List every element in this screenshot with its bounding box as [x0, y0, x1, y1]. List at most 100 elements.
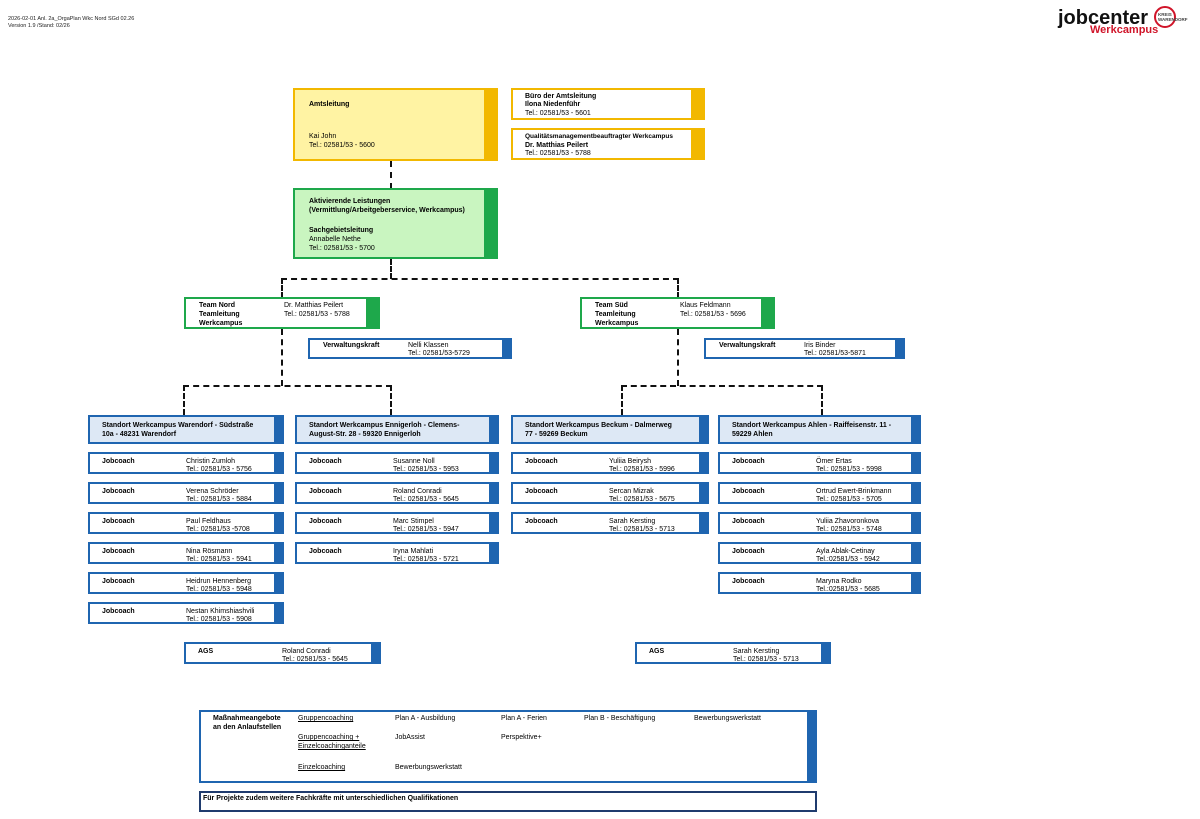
coach-card: Jobcoach Yuliia Zhavoronkova Tel.: 02581… — [718, 512, 921, 534]
coach-role: Jobcoach — [309, 458, 342, 465]
buero-name: Ilona Niedenführ — [525, 101, 581, 108]
accent-stripe — [274, 415, 284, 444]
coach-role: Jobcoach — [102, 578, 135, 585]
coach-name: Sarah Kersting — [609, 518, 656, 525]
coach-tel: Tel.: 02581/53 - 5941 — [186, 556, 252, 563]
accent-stripe — [489, 482, 499, 504]
team-nord-l3: Werkcampus — [199, 320, 243, 327]
accent-stripe — [761, 297, 775, 329]
offer-plan-a-ausbildung: Plan A - Ausbildung — [395, 715, 456, 722]
team-sued-l1: Team Süd — [595, 302, 628, 309]
buero-title: Büro der Amtsleitung — [525, 93, 597, 100]
verwaltung-sued-role: Verwaltungskraft — [719, 342, 776, 349]
coach-role: Jobcoach — [102, 608, 135, 615]
coach-name: Paul Feldhaus — [186, 518, 231, 525]
ags-nord-box: AGS Roland Conradi Tel.: 02581/53 - 5645 — [184, 642, 381, 664]
jobcenter-logo: jobcenter Werkcampus KREIS WARENDORF — [1058, 6, 1194, 36]
coach-card: Jobcoach Nina Rösmann Tel.: 02581/53 - 5… — [88, 542, 284, 564]
standort-warendorf-header: Standort Werkcampus Warendorf - Südstraß… — [88, 415, 284, 444]
connector-line — [677, 329, 679, 386]
accent-stripe — [274, 482, 284, 504]
team-sued-l2: Teamleitung — [595, 311, 636, 318]
coach-card: Jobcoach Ortrud Ewert-Brinkmann Tel.: 02… — [718, 482, 921, 504]
coach-name: Marc Stimpel — [393, 518, 434, 525]
coach-tel: Tel.: 02581/53 - 5721 — [393, 556, 459, 563]
accent-stripe — [699, 452, 709, 474]
ags-tel: Tel.: 02581/53 - 5713 — [733, 656, 799, 663]
coach-tel: Tel.: 02581/53 - 5705 — [816, 496, 882, 503]
coach-name: Christin Zumloh — [186, 458, 236, 465]
projects-note: Für Projekte zudem weitere Fachkräfte mi… — [203, 795, 459, 802]
standort-title1: Standort Werkcampus Ahlen - Raiffeisenst… — [732, 422, 892, 429]
coach-name: Sercan Mizrak — [609, 488, 654, 495]
coach-role: Jobcoach — [525, 488, 558, 495]
aktivierende-title2: (Vermittlung/Arbeitgeberservice, Werkcam… — [309, 207, 465, 214]
aktivierende-name: Annabelle Nethe — [309, 236, 361, 243]
team-sued-l3: Werkcampus — [595, 320, 639, 327]
accent-stripe — [489, 452, 499, 474]
connector-line — [390, 161, 392, 189]
connector-line — [183, 385, 185, 415]
coach-tel: Tel.: 02581/53 - 5884 — [186, 496, 252, 503]
accent-stripe — [366, 297, 380, 329]
coach-tel: Tel.: 02581/53 - 5998 — [816, 466, 882, 473]
buero-box: Büro der Amtsleitung Ilona Niedenführ Te… — [511, 88, 705, 120]
connector-line — [390, 259, 392, 279]
amtsleitung-box: Amtsleitung Kai John Tel.: 02581/53 - 56… — [293, 88, 498, 161]
projects-note-box: Für Projekte zudem weitere Fachkräfte mi… — [199, 791, 817, 812]
accent-stripe — [274, 512, 284, 534]
coach-tel: Tel.: 02581/53 - 5947 — [393, 526, 459, 533]
coach-name: Ortrud Ewert-Brinkmann — [816, 488, 892, 495]
offer-bewerbungswerkstatt-2: Bewerbungswerkstatt — [395, 764, 462, 771]
coach-name: Roland Conradi — [393, 488, 442, 495]
coach-role: Jobcoach — [309, 548, 342, 555]
coach-role: Jobcoach — [309, 518, 342, 525]
coach-role: Jobcoach — [732, 488, 765, 495]
coach-role: Jobcoach — [732, 458, 765, 465]
accent-stripe — [911, 572, 921, 594]
standort-title2: August-Str. 28 - 59320 Ennigerloh — [309, 431, 421, 438]
standort-title1: Standort Werkcampus Ennigerloh - Clemens… — [309, 422, 460, 429]
connector-line — [621, 385, 623, 415]
coach-card: Jobcoach Sarah Kersting Tel.: 02581/53 -… — [511, 512, 709, 534]
connector-line — [281, 278, 679, 280]
accent-stripe — [274, 542, 284, 564]
verwaltung-nord-box: Verwaltungskraft Nelli Klassen Tel.: 025… — [308, 338, 512, 359]
team-nord-box: Team Nord Teamleitung Werkcampus Dr. Mat… — [184, 297, 380, 329]
coach-role: Jobcoach — [732, 518, 765, 525]
coach-role: Jobcoach — [732, 548, 765, 555]
offer-plan-b-beschaeftigung: Plan B - Beschäftigung — [584, 715, 656, 722]
accent-stripe — [699, 512, 709, 534]
offer-jobassist: JobAssist — [395, 734, 425, 741]
team-nord-name: Dr. Matthias Peilert — [284, 302, 344, 309]
seal-icon — [1154, 6, 1176, 28]
coach-tel: Tel.: 02581/53 - 5996 — [609, 466, 675, 473]
team-nord-tel: Tel.: 02581/53 - 5788 — [284, 311, 350, 318]
coach-card: Jobcoach Susanne Noll Tel.: 02581/53 - 5… — [295, 452, 499, 474]
standort-title1: Standort Werkcampus Beckum - Dalmerweg — [525, 422, 672, 429]
accent-stripe — [502, 338, 512, 359]
logo-main: jobcenter — [1058, 7, 1149, 29]
accent-stripe — [484, 188, 498, 259]
ags-tel: Tel.: 02581/53 - 5645 — [282, 656, 348, 663]
coach-role: Jobcoach — [309, 488, 342, 495]
coach-card: Jobcoach Ömer Ertas Tel.: 02581/53 - 599… — [718, 452, 921, 474]
coach-role: Jobcoach — [525, 518, 558, 525]
coach-name: Yuliia Beirysh — [609, 458, 652, 465]
team-sued-name: Klaus Feldmann — [680, 302, 731, 309]
coach-role: Jobcoach — [102, 518, 135, 525]
accent-stripe — [911, 512, 921, 534]
amtsleitung-name: Kai John — [309, 133, 337, 140]
accent-stripe — [691, 88, 705, 120]
verwaltung-sued-tel: Tel.: 02581/53-5871 — [804, 350, 866, 357]
aktivierende-role: Sachgebietsleitung — [309, 227, 374, 234]
coach-card: Jobcoach Marc Stimpel Tel.: 02581/53 - 5… — [295, 512, 499, 534]
team-nord-l1: Team Nord — [199, 302, 236, 309]
coach-tel: Tel.: 02581/53 - 5675 — [609, 496, 675, 503]
coach-card: Jobcoach Iryna Mahlati Tel.: 02581/53 - … — [295, 542, 499, 564]
offer-plan-a-ferien: Plan A - Ferien — [501, 715, 547, 722]
coach-card: Jobcoach Sercan Mizrak Tel.: 02581/53 - … — [511, 482, 709, 504]
qm-title: Qualitätsmanagementbeauftragter Werkcamp… — [525, 133, 673, 140]
doc-meta: 2026-02-01 Anl. 2a_OrgaPlan Wkc Nord SGd… — [8, 16, 134, 30]
ags-role: AGS — [649, 648, 665, 655]
